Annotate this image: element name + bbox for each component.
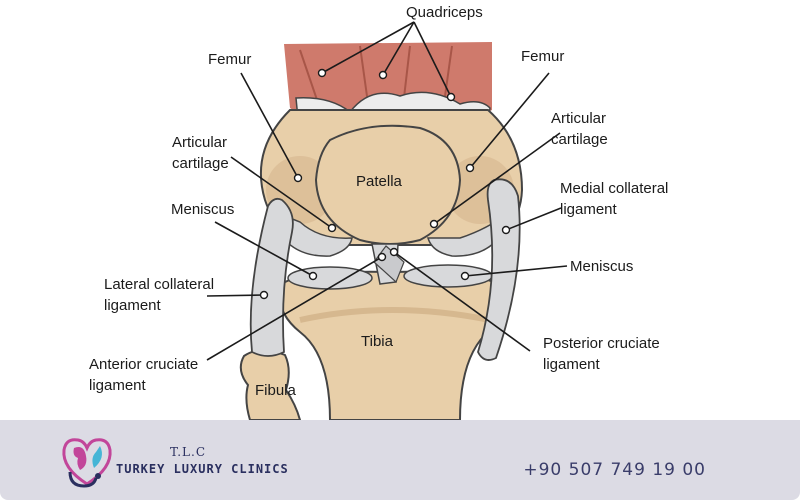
label-meniscus-left: Meniscus [171, 201, 235, 218]
brand-name: TURKEY LUXURY CLINICS [116, 462, 289, 476]
label-fibula: Fibula [255, 382, 296, 399]
label-articular-cartilage-right-line2: cartilage [551, 131, 608, 148]
leader-dots [259, 68, 511, 300]
label-femur-right: Femur [521, 48, 565, 65]
lateral-collateral-ligament [249, 197, 294, 357]
label-lateral-collateral-line1: Lateral collateral [104, 276, 215, 293]
knee-anatomy-diagram [206, 21, 568, 420]
label-patella: Patella [356, 173, 402, 190]
brand-abbreviation: T.L.C [170, 445, 207, 459]
label-articular-cartilage-left-line1: Articular [172, 134, 228, 151]
phone-number[interactable]: +90 507 749 19 00 [523, 460, 706, 480]
tibia-bone [278, 270, 509, 420]
label-posterior-cruciate-line2: ligament [543, 356, 600, 373]
label-femur-left: Femur [208, 51, 252, 68]
patella-bone [314, 124, 462, 245]
label-anterior-cruciate-line2: ligament [89, 377, 146, 394]
meniscus-lateral [287, 266, 373, 290]
label-articular-cartilage-left-line2: cartilage [172, 155, 229, 172]
label-tibia: Tibia [361, 333, 393, 350]
label-medial-collateral-line1: Medial collateral [560, 180, 669, 197]
clinic-logo-icon [62, 438, 112, 488]
label-anterior-cruciate-line1: Anterior cruciate [89, 356, 199, 373]
label-medial-collateral-line2: ligament [560, 201, 617, 218]
label-lateral-collateral-line2: ligament [104, 297, 161, 314]
leader-lines [206, 21, 568, 361]
footer-band [0, 420, 800, 500]
label-meniscus-right: Meniscus [570, 258, 634, 275]
label-quadriceps: Quadriceps [406, 4, 483, 21]
label-posterior-cruciate-line1: Posterior cruciate [543, 335, 660, 352]
label-articular-cartilage-right-line1: Articular [551, 110, 607, 127]
medial-collateral-ligament [477, 178, 521, 361]
